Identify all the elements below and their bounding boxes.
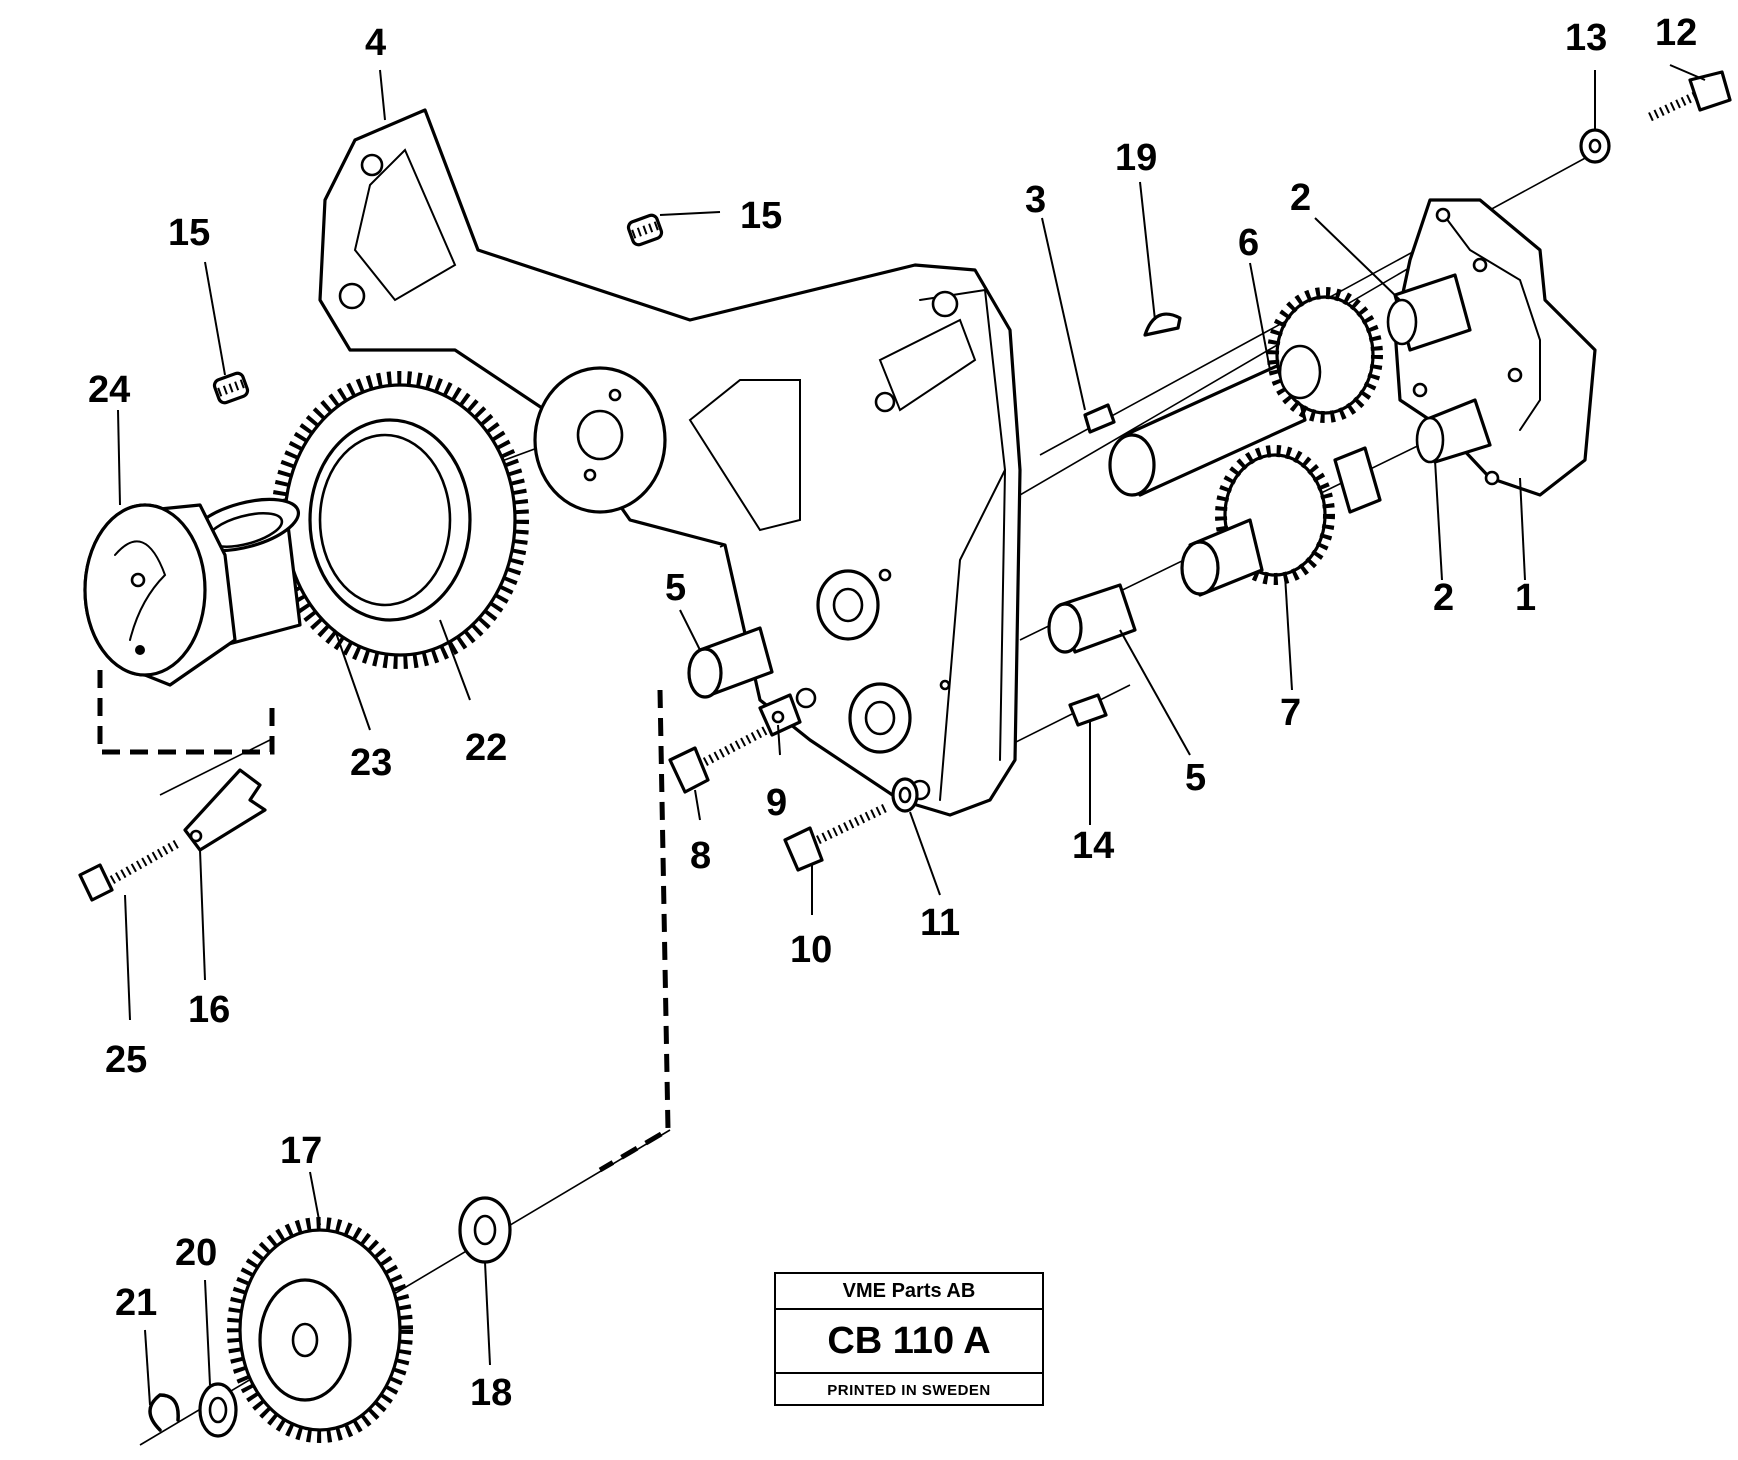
callout-8: 8 xyxy=(690,835,711,877)
callout-labels: 4 15 15 24 3 19 6 2 13 12 2 1 7 5 5 14 9… xyxy=(88,12,1697,1414)
callout-12: 12 xyxy=(1655,12,1697,54)
lock-plate xyxy=(183,768,267,852)
callout-24: 24 xyxy=(88,369,130,411)
leader-lines xyxy=(117,64,1706,1406)
callout-13: 13 xyxy=(1565,17,1607,59)
bushing-right xyxy=(1047,583,1137,654)
callout-1: 1 xyxy=(1515,577,1536,619)
callout-2-top: 2 xyxy=(1290,177,1311,219)
pump-housing xyxy=(318,108,1022,817)
callout-22: 22 xyxy=(465,727,507,769)
thrust-washer xyxy=(458,1196,512,1264)
washer-top xyxy=(1579,128,1611,164)
small-sleeve xyxy=(1068,693,1108,727)
callout-6: 6 xyxy=(1238,222,1259,264)
callout-4: 4 xyxy=(365,22,386,64)
callout-3: 3 xyxy=(1025,179,1046,221)
hub-bolt xyxy=(78,838,183,902)
callout-25: 25 xyxy=(105,1039,147,1081)
callout-23: 23 xyxy=(350,742,392,784)
washer-small xyxy=(758,693,802,737)
dowel-pin xyxy=(1083,403,1116,434)
callout-20: 20 xyxy=(175,1232,217,1274)
callout-9: 9 xyxy=(766,782,787,824)
cover-bushings xyxy=(1386,273,1492,464)
callout-5-left: 5 xyxy=(665,567,686,609)
callout-5-right: 5 xyxy=(1185,757,1206,799)
bolt-upper xyxy=(668,724,773,794)
callout-17: 17 xyxy=(280,1130,322,1172)
plug-top xyxy=(626,213,664,247)
callout-19: 19 xyxy=(1115,137,1157,179)
callout-7: 7 xyxy=(1280,692,1301,734)
callout-11: 11 xyxy=(920,902,960,944)
gear-hub xyxy=(83,503,237,687)
spacer-ring xyxy=(198,1382,238,1438)
idler-gear xyxy=(271,371,529,669)
callout-10: 10 xyxy=(790,929,832,971)
callout-18: 18 xyxy=(470,1372,512,1414)
title-block: VME Parts AB CB 110 A PRINTED IN SWEDEN xyxy=(774,1272,1044,1406)
drive-gear xyxy=(227,1217,413,1443)
circlip xyxy=(148,1393,180,1432)
callout-15-left: 15 xyxy=(168,212,210,254)
drive-shaft-gear xyxy=(1108,287,1383,497)
callout-16: 16 xyxy=(188,989,230,1031)
printed-note: PRINTED IN SWEDEN xyxy=(827,1382,991,1399)
callout-21: 21 xyxy=(115,1282,157,1324)
drawing-number: CB 110 A xyxy=(776,1310,1042,1374)
driven-gear xyxy=(1180,445,1382,597)
callout-2-bottom: 2 xyxy=(1433,577,1454,619)
lock-washer xyxy=(891,777,919,813)
company-name: VME Parts AB xyxy=(776,1274,1042,1310)
callout-14: 14 xyxy=(1072,825,1114,867)
bolt-lower xyxy=(783,803,887,872)
dashed-link-lines xyxy=(97,670,671,1173)
callout-15-top: 15 xyxy=(740,195,782,237)
bushing-left xyxy=(687,626,774,699)
plug-left xyxy=(212,371,250,405)
cover-bolt xyxy=(1648,70,1732,122)
woodruff-key xyxy=(1143,312,1182,337)
